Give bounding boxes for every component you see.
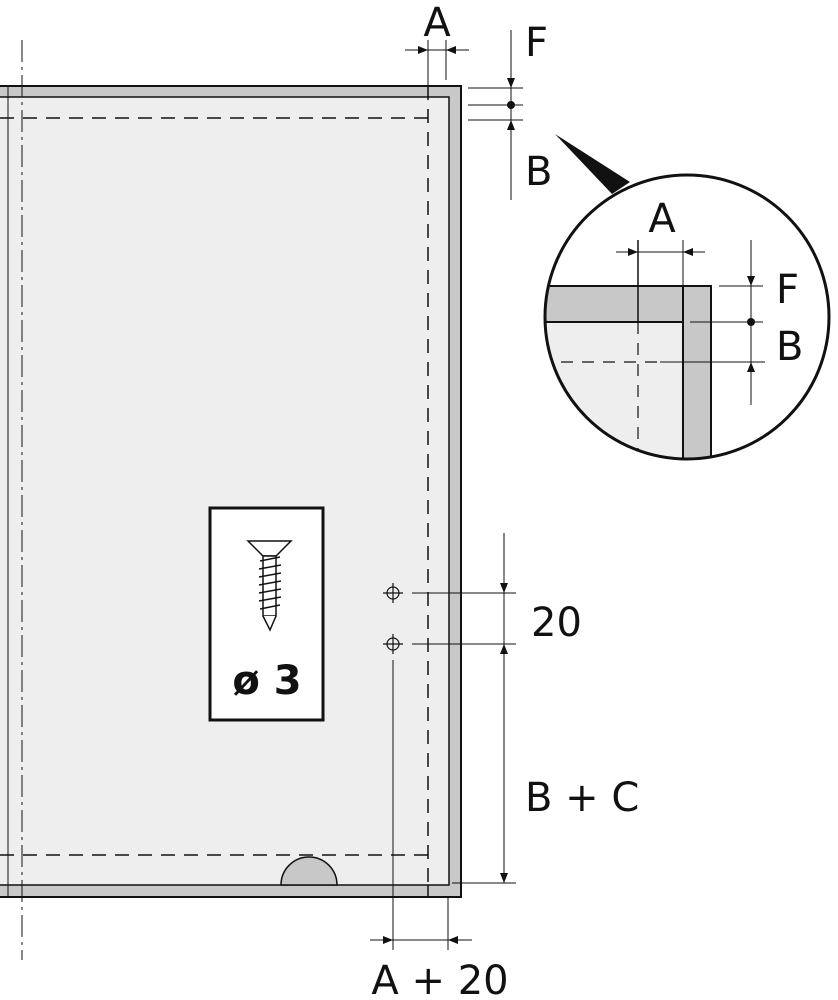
detail-label-f: F bbox=[776, 267, 799, 313]
cabinet-front-view bbox=[0, 40, 462, 960]
label-a: A bbox=[423, 0, 451, 46]
label-a-plus-20: A + 20 bbox=[371, 958, 508, 1000]
dimension-a-top: A bbox=[405, 0, 469, 86]
label-f: F bbox=[525, 20, 548, 66]
drill-hole-marker-lower bbox=[383, 634, 403, 654]
label-20: 20 bbox=[531, 600, 582, 646]
detail-label-a: A bbox=[648, 196, 676, 242]
drill-holes bbox=[383, 583, 403, 654]
dimension-f-b-top: F B bbox=[468, 20, 552, 200]
drill-hole-marker-upper bbox=[383, 583, 403, 603]
detail-pointer bbox=[555, 134, 630, 194]
screw-spec-box: ø 3 bbox=[208, 506, 325, 722]
label-b: B bbox=[525, 149, 552, 195]
detail-magnifier: A F B bbox=[543, 173, 831, 461]
detail-label-b: B bbox=[776, 324, 803, 370]
countersunk-screw-icon bbox=[246, 540, 293, 632]
label-b-plus-c: B + C bbox=[525, 775, 639, 821]
dimension-hole-vertical bbox=[412, 533, 516, 884]
screw-diameter-label: ø 3 bbox=[232, 658, 301, 704]
dimension-hole-horizontal bbox=[370, 660, 472, 950]
bumper bbox=[280, 856, 338, 886]
